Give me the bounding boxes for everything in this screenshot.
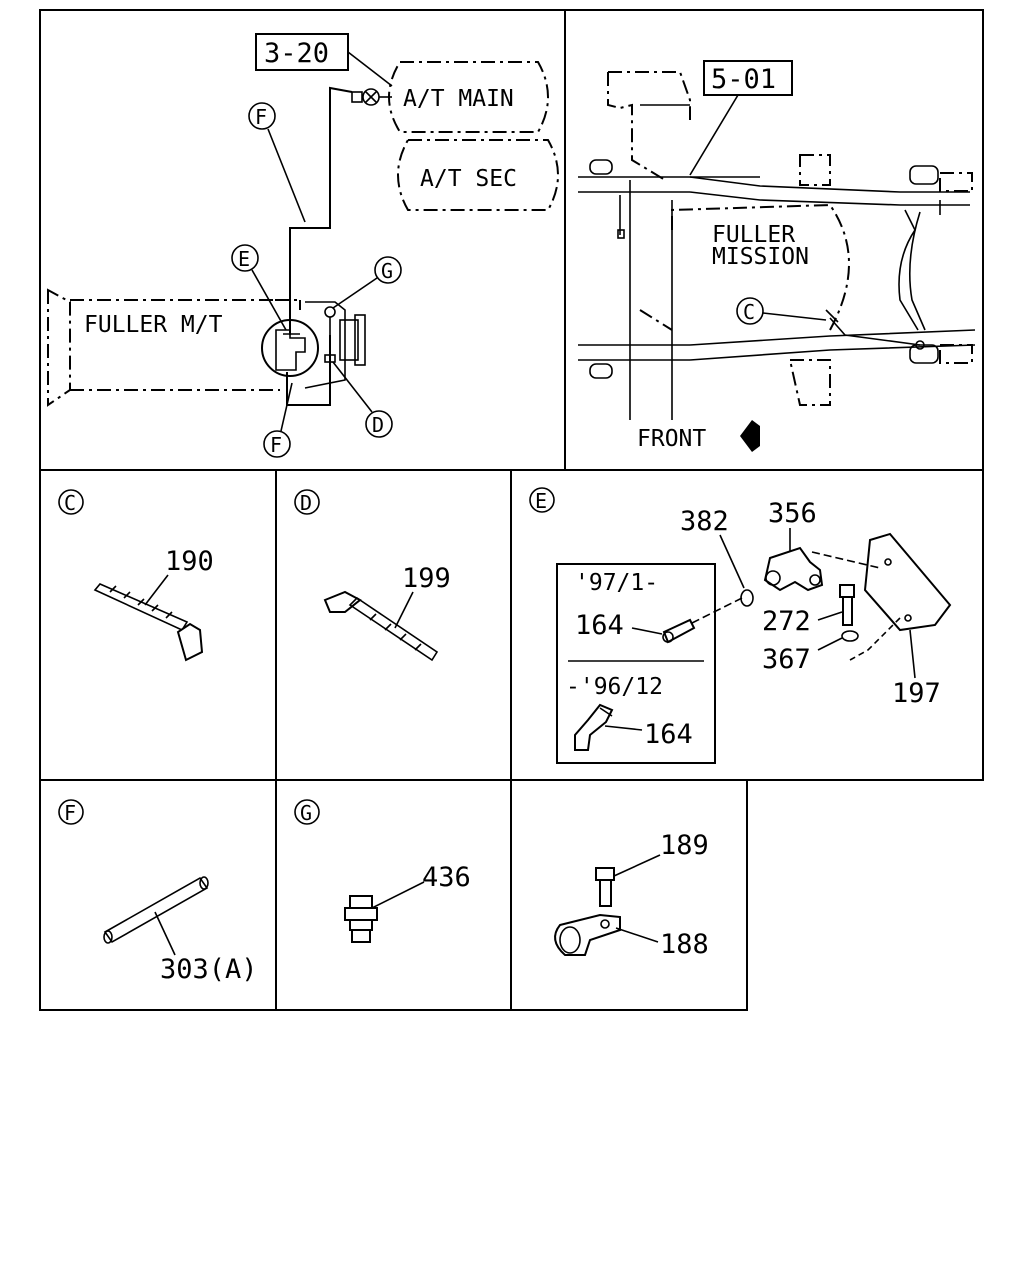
- hose-nipple-icon: [662, 618, 696, 644]
- front-label: FRONT: [637, 426, 706, 452]
- main-left-panel: 3-20 A/T MAIN A/T SEC FULLER: [47, 33, 559, 458]
- svg-text:E: E: [238, 247, 250, 271]
- part-382[interactable]: 382: [680, 506, 745, 589]
- hose-nipple-icon: [574, 703, 614, 751]
- bolt-icon: [839, 584, 855, 626]
- callout-g[interactable]: G: [332, 256, 402, 309]
- part-367[interactable]: 367: [762, 637, 843, 675]
- bracket-icon: [811, 532, 952, 661]
- detail-letter-e: E: [535, 489, 547, 513]
- tee-fitting-icon: [763, 546, 824, 592]
- chassis-frame: [578, 71, 976, 420]
- part-436[interactable]: 436: [371, 862, 471, 909]
- detail-clip-panel: 189 188: [554, 830, 709, 960]
- pipe-clip-icon: [554, 913, 621, 956]
- cable-tie-icon: [93, 583, 204, 662]
- label-mission: MISSION: [712, 244, 809, 270]
- detail-letter-g: G: [300, 801, 312, 825]
- part-272[interactable]: 272: [762, 606, 843, 637]
- part-356[interactable]: 356: [768, 498, 817, 552]
- svg-text:367: 367: [762, 644, 811, 675]
- svg-text:199: 199: [402, 563, 451, 594]
- svg-text:3-20: 3-20: [264, 38, 329, 69]
- transmission-fuller-mt: FULLER M/T: [47, 288, 366, 407]
- part-190[interactable]: 190: [144, 546, 214, 606]
- svg-text:F: F: [255, 105, 267, 129]
- part-164-lower[interactable]: 164: [644, 719, 693, 750]
- part-188[interactable]: 188: [615, 927, 709, 960]
- tank-at-main: A/T MAIN: [388, 61, 549, 133]
- label-fuller: FULLER: [712, 222, 795, 248]
- svg-text:C: C: [743, 300, 755, 324]
- svg-text:356: 356: [768, 498, 817, 529]
- main-right-panel: 5-01: [578, 60, 976, 452]
- svg-text:FULLER M/T: FULLER M/T: [84, 312, 223, 338]
- svg-text:303(A): 303(A): [160, 954, 258, 985]
- cable-tie-icon: [323, 590, 439, 662]
- svg-text:197: 197: [892, 678, 941, 709]
- front-arrow-icon: [740, 420, 760, 452]
- svg-text:272: 272: [762, 606, 811, 637]
- air-pipe: [289, 86, 353, 335]
- svg-text:188: 188: [660, 929, 709, 960]
- svg-text:5-01: 5-01: [711, 64, 776, 95]
- part-189[interactable]: 189: [613, 830, 709, 877]
- panel-frames: [39, 9, 984, 1011]
- callout-f-bottom[interactable]: F: [263, 382, 293, 458]
- svg-text:-'96/12: -'96/12: [566, 674, 663, 700]
- detail-letter-c: C: [64, 491, 76, 515]
- svg-text:A/T MAIN: A/T MAIN: [403, 86, 514, 112]
- detail-e-panel: E '97/1- 164 -'96/12 164: [529, 487, 952, 764]
- detail-g-panel: G 436: [294, 799, 471, 943]
- inset-box: '97/1- 164 -'96/12 164: [556, 563, 716, 764]
- detail-f-panel: F 303(A): [58, 799, 258, 985]
- part-303a[interactable]: 303(A): [154, 911, 258, 985]
- part-199[interactable]: 199: [394, 563, 451, 629]
- ref-box-5-01[interactable]: 5-01: [703, 60, 793, 96]
- svg-text:190: 190: [165, 546, 214, 577]
- washer-icon: [841, 630, 859, 642]
- callout-d[interactable]: D: [332, 361, 393, 438]
- svg-text:A/T SEC: A/T SEC: [420, 166, 517, 192]
- part-197[interactable]: 197: [892, 629, 941, 709]
- valve-icon: [351, 88, 392, 106]
- ref-box-3-20[interactable]: 3-20: [255, 33, 349, 71]
- part-164-upper[interactable]: 164: [575, 610, 624, 641]
- svg-text:F: F: [270, 433, 282, 457]
- svg-text:436: 436: [422, 862, 471, 893]
- bolt-icon: [595, 867, 615, 907]
- svg-text:'97/1-: '97/1-: [575, 570, 658, 596]
- detail-d-panel: D 199: [294, 489, 451, 662]
- detail-letter-f: F: [64, 801, 76, 825]
- tank-at-sec: A/T SEC: [397, 139, 559, 211]
- svg-text:382: 382: [680, 506, 729, 537]
- connector-icon: [344, 895, 378, 943]
- callout-c[interactable]: C: [736, 297, 827, 325]
- svg-text:189: 189: [660, 830, 709, 861]
- detail-c-panel: C 190: [58, 489, 214, 662]
- svg-text:D: D: [372, 413, 384, 437]
- detail-letter-d: D: [300, 491, 312, 515]
- washer-icon: [740, 589, 754, 607]
- callout-e[interactable]: E: [231, 244, 287, 331]
- tube-icon: [103, 876, 209, 944]
- svg-text:G: G: [381, 259, 393, 283]
- callout-f-top[interactable]: F: [248, 102, 306, 223]
